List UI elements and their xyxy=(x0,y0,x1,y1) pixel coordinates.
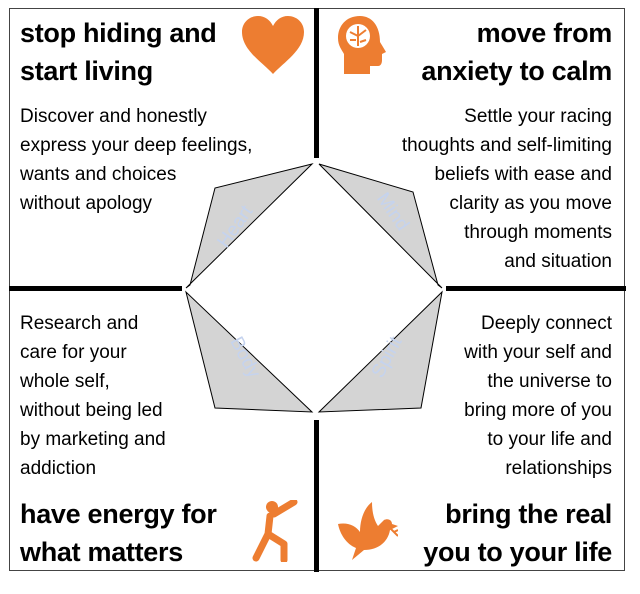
text-line: through moments xyxy=(464,222,612,243)
body-text-body: Research and care for your whole self, w… xyxy=(20,309,166,483)
heading-line: you to your life xyxy=(423,537,612,567)
segment-heart xyxy=(185,163,314,289)
divider-left xyxy=(9,286,182,291)
text-line: Research and xyxy=(20,313,139,334)
yoga-pose-icon xyxy=(252,500,298,562)
body-text-spirit: Deeply connect with your self and the un… xyxy=(464,309,612,483)
heading-line: move from xyxy=(476,18,613,48)
segment-spirit xyxy=(317,290,443,413)
divider-right xyxy=(446,286,626,291)
heading-heart: stop hiding and start living xyxy=(20,14,217,90)
dove-icon xyxy=(338,502,398,560)
text-line: without being led xyxy=(20,400,163,421)
body-text-heart: Discover and honestly express your deep … xyxy=(20,102,252,218)
text-line: Settle your racing xyxy=(464,106,612,127)
divider-bottom xyxy=(314,420,319,572)
text-line: Discover and honestly xyxy=(20,106,207,127)
segment-body xyxy=(185,290,314,413)
body-text-mind: Settle your racing thoughts and self-lim… xyxy=(402,102,612,276)
heading-line: what matters xyxy=(20,537,183,567)
text-line: with your self and xyxy=(464,342,612,363)
text-line: addiction xyxy=(20,458,97,479)
heading-line: anxiety to calm xyxy=(421,56,612,86)
heading-line: have energy for xyxy=(20,499,217,529)
text-line: to your life and xyxy=(487,429,612,450)
heart-icon xyxy=(242,16,304,74)
heading-mind: move from anxiety to calm xyxy=(421,14,612,90)
text-line: Deeply connect xyxy=(481,313,612,334)
heading-body: have energy for what matters xyxy=(20,495,217,571)
segment-mind xyxy=(318,163,443,289)
text-line: relationships xyxy=(505,458,612,479)
text-line: thoughts and self-limiting xyxy=(401,135,612,156)
text-line: the universe to xyxy=(487,371,612,392)
heading-spirit: bring the real you to your life xyxy=(423,495,612,571)
heading-line: start living xyxy=(20,56,153,86)
text-line: express your deep feelings, xyxy=(20,135,253,156)
text-line: bring more of you xyxy=(464,400,612,421)
divider-top xyxy=(314,8,319,158)
text-line: and situation xyxy=(504,251,612,272)
text-line: beliefs with ease and xyxy=(434,164,612,185)
text-line: whole self, xyxy=(20,371,110,392)
brain-head-icon xyxy=(338,16,386,74)
text-line: wants and choices xyxy=(20,164,177,185)
text-line: clarity as you move xyxy=(449,193,612,214)
text-line: without apology xyxy=(20,193,153,214)
text-line: by marketing and xyxy=(20,429,166,450)
heading-line: stop hiding and xyxy=(20,18,217,48)
heading-line: bring the real xyxy=(445,499,612,529)
text-line: care for your xyxy=(20,342,127,363)
